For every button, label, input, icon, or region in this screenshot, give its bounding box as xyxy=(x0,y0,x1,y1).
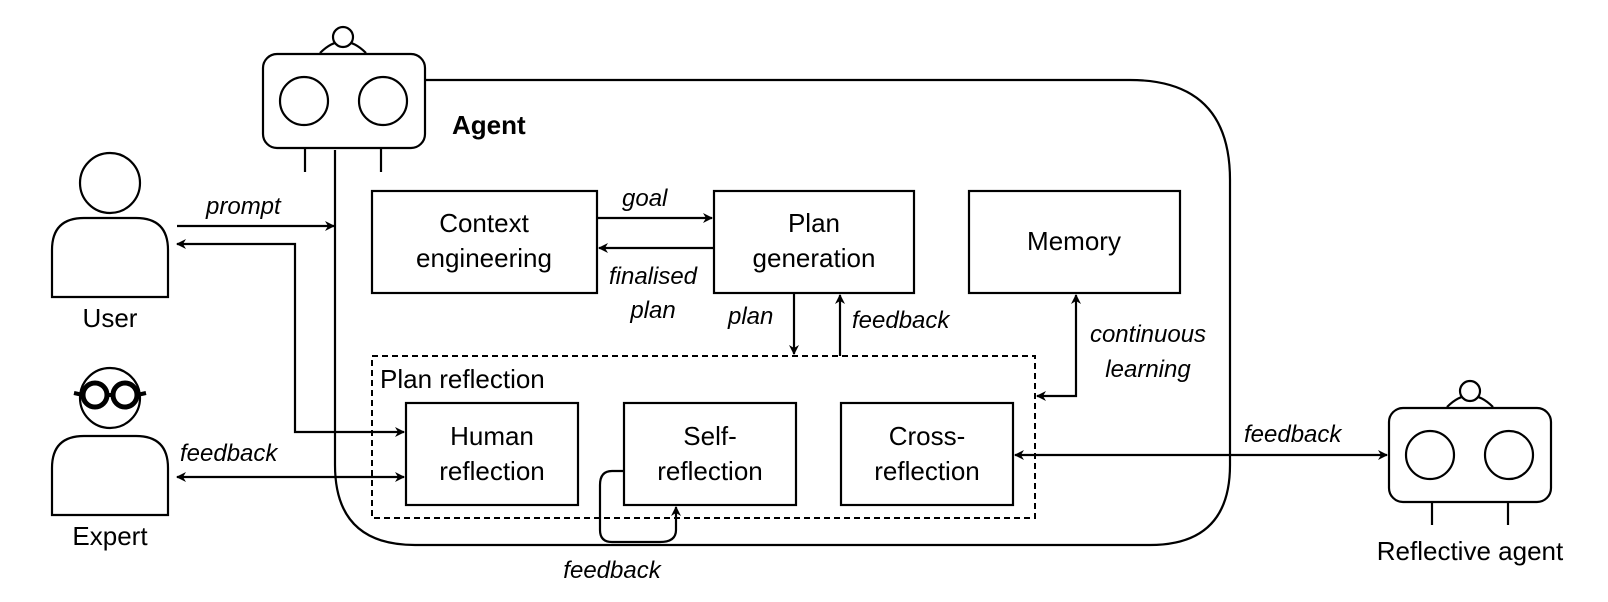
plan-generation-line2: generation xyxy=(753,243,876,273)
cross-reflection-box xyxy=(839,401,1015,507)
finalised-plan-line1: finalised xyxy=(609,263,698,290)
context-engineering-box xyxy=(370,189,599,295)
self-reflection-line2: reflection xyxy=(657,456,763,486)
agent-container xyxy=(333,78,1232,547)
continuous-learning-arrow xyxy=(1036,294,1081,401)
continuous-learning-line2: learning xyxy=(1105,356,1191,383)
continuous-learning-line1: continuous xyxy=(1090,321,1206,348)
user-icon xyxy=(50,151,170,299)
human-reflection-box xyxy=(404,401,580,507)
expert-label: Expert xyxy=(72,521,148,551)
plan-reflection-container xyxy=(371,355,1036,519)
reflective-agent-robot-icon xyxy=(1387,379,1553,525)
agent-robot-icon xyxy=(261,25,427,172)
goal-label: goal xyxy=(622,185,668,212)
user-label: User xyxy=(83,303,138,333)
plan-feedback-label: feedback xyxy=(852,307,951,334)
agent-title: Agent xyxy=(452,110,526,140)
expert-icon xyxy=(50,366,170,517)
self-feedback-label: feedback xyxy=(563,557,662,584)
plan-generation-line1: Plan xyxy=(788,208,840,238)
context-engineering-line2: engineering xyxy=(416,243,552,273)
self-reflection-box xyxy=(622,401,798,507)
reflective-agent-label: Reflective agent xyxy=(1377,536,1564,566)
human-reflection-line2: reflection xyxy=(439,456,545,486)
memory-box xyxy=(967,189,1182,295)
self-reflection-loop-arrow xyxy=(598,469,681,544)
plan-reflection-label: Plan reflection xyxy=(380,364,545,394)
self-reflection-line1: Self- xyxy=(683,421,736,451)
plan-label: plan xyxy=(727,303,773,330)
finalised-plan-line2: plan xyxy=(629,297,675,324)
memory-label: Memory xyxy=(1027,226,1121,256)
expert-feedback-label: feedback xyxy=(180,440,279,467)
plan-generation-box xyxy=(712,189,916,295)
cross-reflection-line1: Cross- xyxy=(889,421,966,451)
prompt-label: prompt xyxy=(205,193,282,220)
context-engineering-line1: Context xyxy=(439,208,529,238)
reflective-agent-feedback-label: feedback xyxy=(1244,421,1343,448)
human-reflection-line1: Human xyxy=(450,421,534,451)
cross-reflection-line2: reflection xyxy=(874,456,980,486)
human-reflection-to-user-arrow xyxy=(176,239,405,437)
